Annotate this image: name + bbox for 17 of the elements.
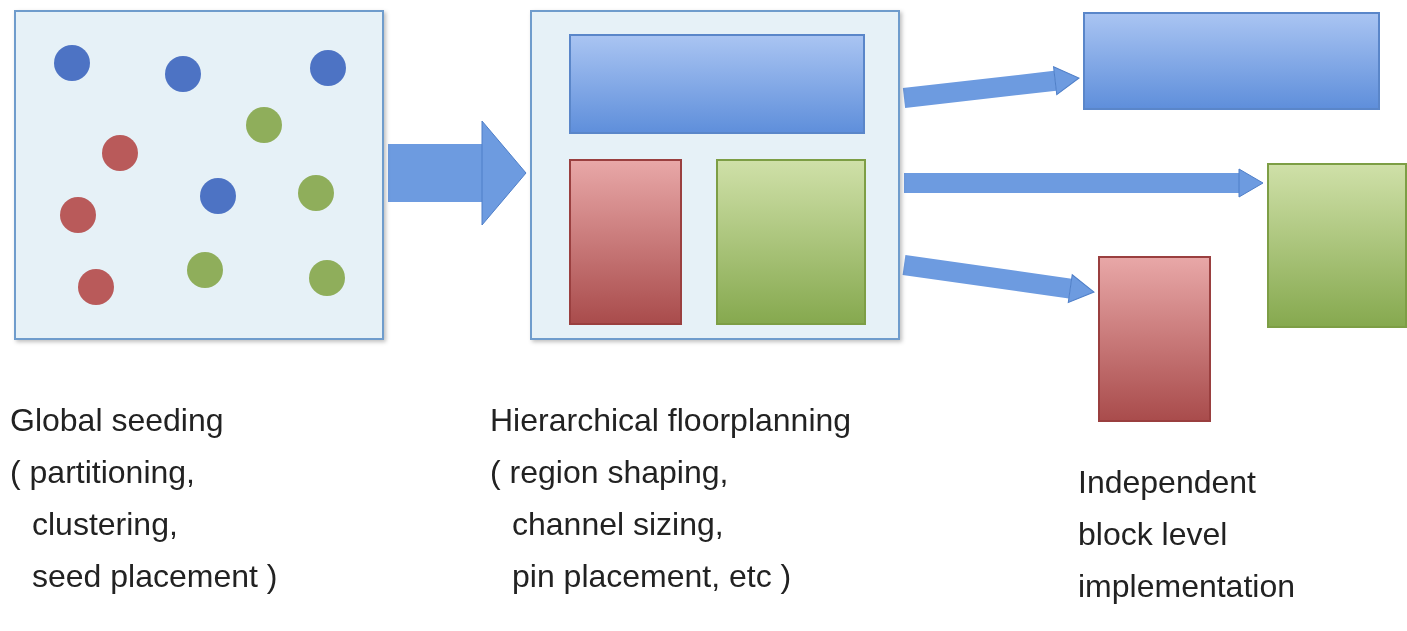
caption-text: ( partitioning, clustering, seed placement ) bbox=[10, 453, 278, 596]
block-box bbox=[1083, 12, 1380, 110]
caption-text: Independent block level implementation bbox=[1078, 463, 1296, 606]
block-arrow bbox=[902, 255, 1095, 303]
block-box bbox=[569, 159, 682, 325]
block-arrow bbox=[902, 66, 1080, 108]
caption-text: ( region shaping, channel sizing, pin placement, etc ) bbox=[490, 453, 792, 596]
caption-text: Global seeding bbox=[10, 401, 224, 440]
block-arrow bbox=[904, 168, 1264, 198]
block-box bbox=[569, 34, 865, 134]
block-box bbox=[716, 159, 866, 325]
panel-box bbox=[530, 10, 900, 340]
block-box bbox=[1267, 163, 1407, 328]
block-arrow bbox=[388, 120, 527, 226]
block-box bbox=[1098, 256, 1211, 422]
caption-text: Hierarchical floorplanning bbox=[490, 401, 852, 440]
panel-box bbox=[14, 10, 384, 340]
